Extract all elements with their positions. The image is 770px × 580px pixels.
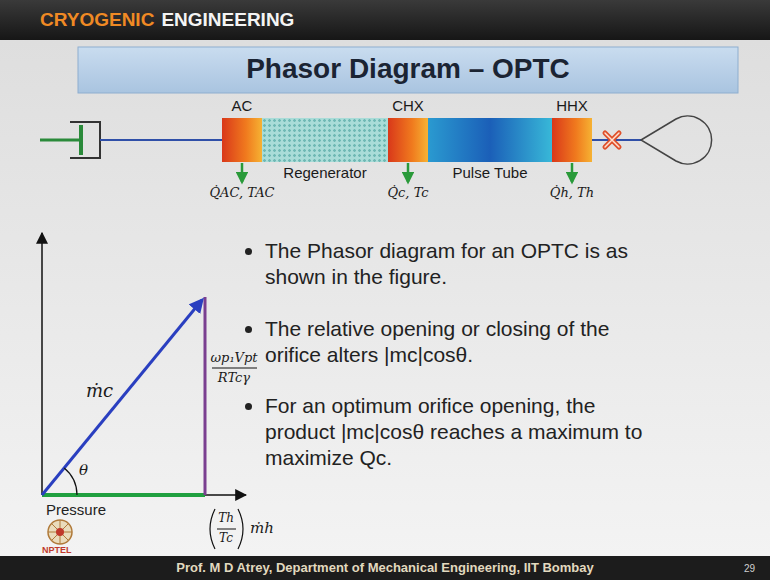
bullet-dot <box>245 403 252 410</box>
bullet-dot <box>245 248 252 255</box>
heat-load-label: Q̇h, Th <box>550 185 594 201</box>
fraction-numerator: ωp₁Vpt <box>210 350 257 366</box>
phasor-label: ṁh <box>250 519 274 537</box>
bullet-text: The relative opening or closing of the o… <box>265 316 645 368</box>
header-word: ENGINEERING <box>161 9 294 32</box>
heat-exchanger: AC <box>222 118 262 162</box>
phasor-label: ṁc <box>86 380 113 402</box>
heat-exchanger: CHX <box>388 118 428 162</box>
logo-text: NPTEL <box>42 545 72 556</box>
axis-label: Pressure <box>46 501 106 519</box>
bullet-text: For an optimum orifice opening, the prod… <box>265 393 645 471</box>
slide-title: Phasor Diagram – OPTC <box>78 52 738 86</box>
logo-emblem <box>48 520 72 544</box>
component-heading: HHX <box>556 97 588 115</box>
fraction-numerator: Th <box>218 511 234 525</box>
heat-load-label: Q̇c, Tc <box>387 185 428 201</box>
fraction-denominator: RTcγ <box>218 370 250 386</box>
regenerator-band: Regenerator <box>262 118 388 162</box>
component-label: Regenerator <box>283 164 366 182</box>
bullet-text: The Phasor diagram for an OPTC is as sho… <box>265 238 645 290</box>
pulse-tube-band: Pulse Tube <box>428 118 552 162</box>
bullet-dot <box>245 326 252 333</box>
component-heading: CHX <box>392 97 424 115</box>
header-word: CRYOGENIC <box>40 9 154 32</box>
heat-exchanger: HHX <box>552 118 592 162</box>
footer-credit: Prof. M D Atrey, Department of Mechanica… <box>176 560 594 576</box>
angle-label: θ <box>79 461 88 479</box>
fraction-denominator: Tc <box>219 531 233 545</box>
page-number: 29 <box>744 563 755 575</box>
component-label: Pulse Tube <box>452 164 527 182</box>
heat-load-label: Q̇AC, TAC <box>209 185 274 201</box>
component-heading: AC <box>232 97 253 115</box>
